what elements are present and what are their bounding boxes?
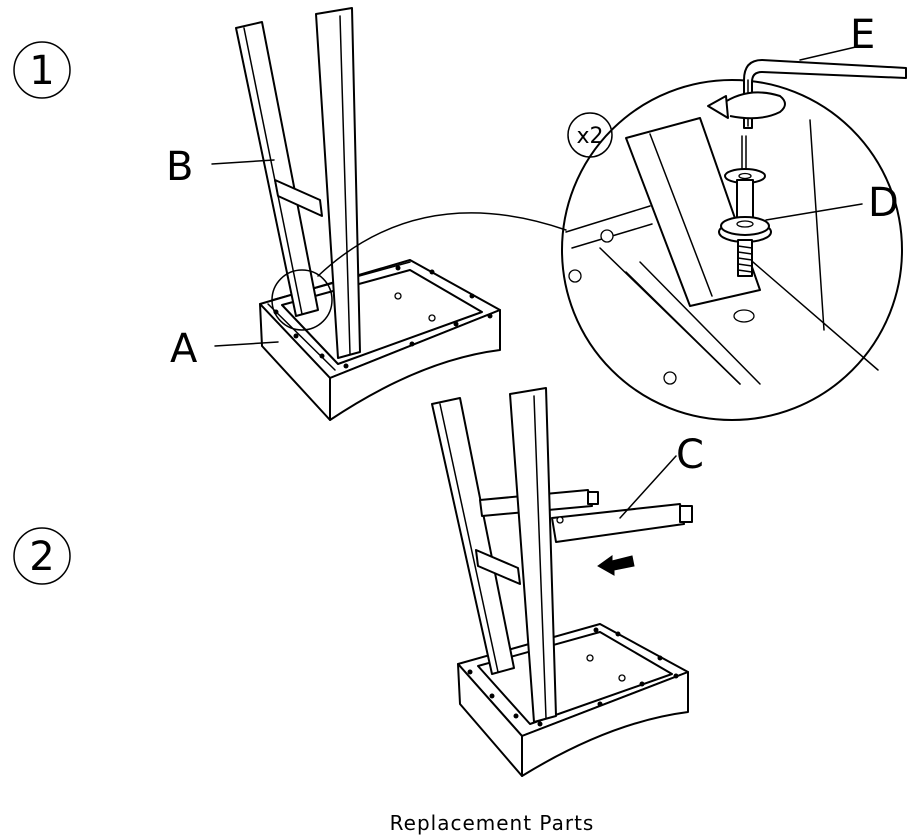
step-1-assembly [235,7,501,421]
zoom-leg [625,117,761,307]
rotation-arrow-icon [707,91,786,120]
label-d: D [765,180,899,226]
back-leg-b [235,21,319,317]
cross-rail [475,549,521,585]
base-frame-a [259,259,501,421]
svg-text:A: A [170,326,198,372]
front-leg [315,7,361,359]
svg-text:E: E [850,12,875,58]
step-2-number: 2 [13,527,71,585]
svg-text:D: D [868,180,899,226]
detail-callout [271,269,333,331]
svg-text:B: B [166,144,193,190]
zoom-detail: x2 D E [561,12,907,421]
cross-rail [274,179,323,217]
quantity-badge: x2 [567,112,613,158]
svg-text:C: C [676,432,704,478]
label-c: C [619,432,704,519]
rail-c [551,503,693,543]
svg-text:1: 1 [29,48,54,94]
back-leg [431,397,515,675]
label-e: E [799,12,875,61]
step-1-number: 1 [13,41,71,99]
detail-leader [317,212,567,277]
washer-icon [718,216,772,243]
zoom-frame-lines [565,119,879,385]
label-b: B [166,144,275,190]
svg-text:x2: x2 [576,124,603,149]
caption: Replacement Parts [390,811,595,835]
push-arrow-icon [597,555,635,576]
step-2-assembly: C [431,387,704,777]
bolt-thread [737,239,753,277]
svg-text:2: 2 [29,534,54,580]
label-a: A [170,326,279,372]
front-leg [509,387,557,723]
bolt-icon [724,135,766,225]
